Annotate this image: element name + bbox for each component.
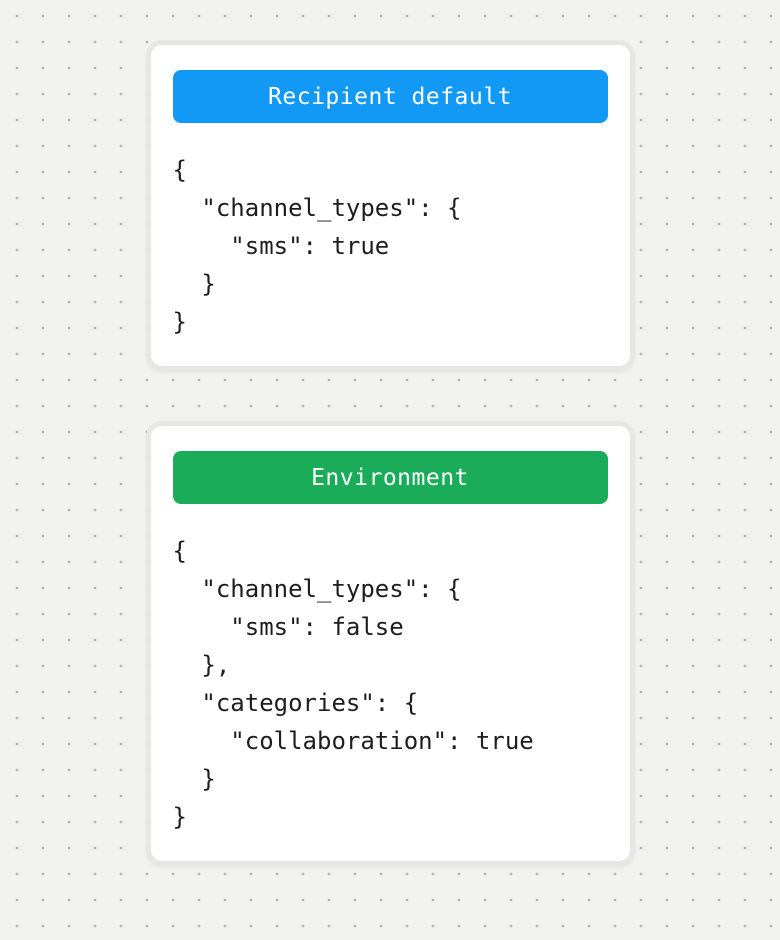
- environment-card: Environment { "channel_types": { "sms": …: [145, 421, 635, 866]
- recipient-default-header-badge: Recipient default: [172, 70, 608, 123]
- recipient-default-json-code: { "channel_types": { "sms": true } }: [172, 156, 462, 336]
- environment-json-code: { "channel_types": { "sms": false }, "ca…: [172, 537, 534, 831]
- recipient-default-card: Recipient default { "channel_types": { "…: [145, 40, 635, 371]
- recipient-default-title: Recipient default: [268, 83, 512, 110]
- dotted-background: Recipient default { "channel_types": { "…: [0, 40, 780, 940]
- environment-title: Environment: [311, 464, 469, 491]
- environment-header-badge: Environment: [172, 451, 608, 504]
